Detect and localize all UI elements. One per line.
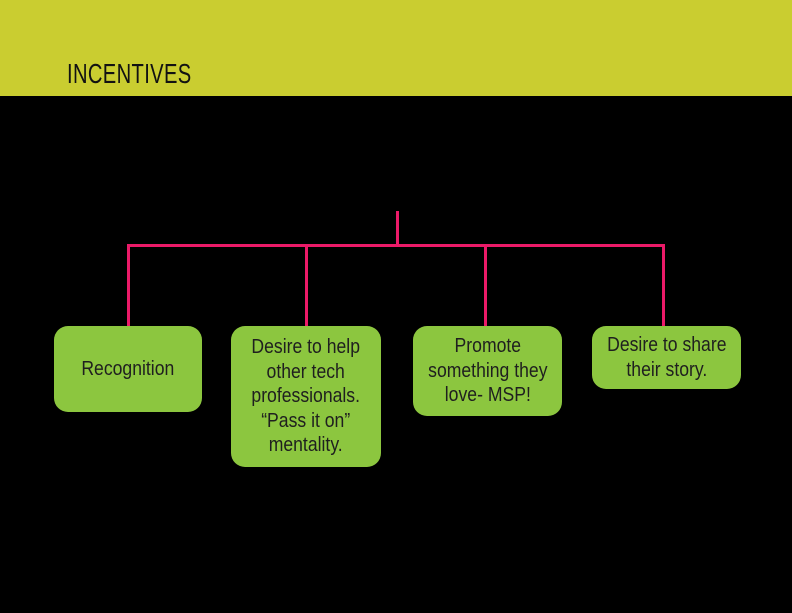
connector-drop-4: [662, 244, 665, 326]
connector-stem: [396, 211, 399, 247]
tree-node-help-others: Desire to help other tech professionals.…: [231, 326, 381, 467]
tree-node-promote-msp: Promote something they love- MSP!: [413, 326, 562, 416]
tree-node-label: Desire to help other tech professionals.…: [251, 336, 361, 457]
tree-node-share-story: Desire to share their story.: [592, 326, 741, 389]
page-title: INCENTIVES: [67, 58, 192, 89]
tree-node-recognition: Recognition: [54, 326, 202, 412]
header-band: INCENTIVES: [0, 0, 792, 96]
tree-node-label: Promote something they love- MSP!: [427, 335, 548, 407]
tree-node-label: Recognition: [81, 357, 175, 380]
tree-node-label: Desire to share their story.: [606, 334, 727, 381]
connector-drop-3: [483, 244, 487, 326]
connector-horizontal: [126, 244, 665, 247]
connector-drop-2: [305, 244, 308, 326]
connector-drop-1: [126, 244, 130, 326]
